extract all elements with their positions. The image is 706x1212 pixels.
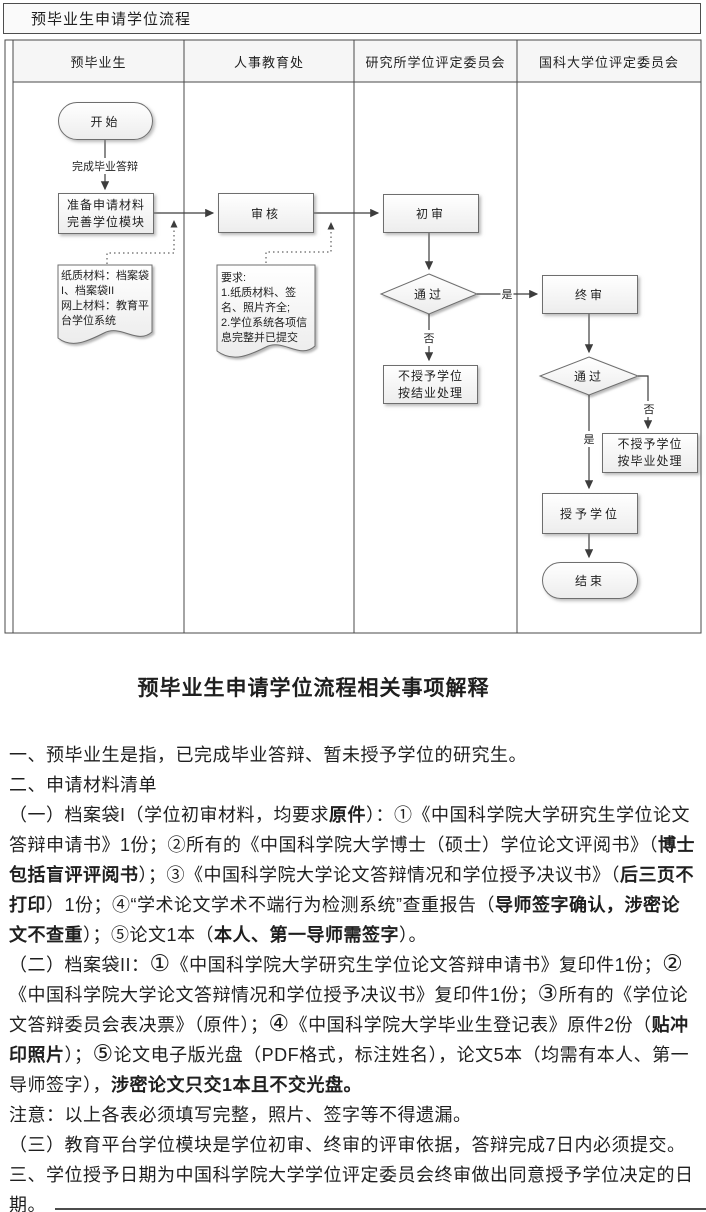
lane-header-label: 研究所学位评定委员会 <box>365 54 506 70</box>
paragraph-award-date: 三、学位授予日期为中国科学院大学学位评定委员会终审做出同意授予学位决定的日期。 <box>9 1165 694 1212</box>
award-degree-node: 授予学位 <box>542 493 638 534</box>
lane-header-institute-committee: 研究所学位评定委员会 <box>354 40 517 82</box>
swimlane-grid <box>4 39 702 634</box>
start-node: 开始 <box>58 102 153 140</box>
pass-decision-2-label: 通过 <box>573 369 605 384</box>
notes-title: 预毕业生申请学位流程相关事项解释 <box>137 677 490 700</box>
flowchart-title-bar: 预毕业生申请学位流程 <box>3 3 701 34</box>
paragraph-archive-bag-2: （二）档案袋II：①《中国科学院大学研究生学位论文答辩申请书》复印件1份；②《中… <box>9 950 690 1096</box>
lane-header-label: 人事教育处 <box>233 54 304 70</box>
notes-body: 一、预毕业生是指，已完成毕业答辩、暂未授予学位的研究生。 二、申请材料清单 （一… <box>9 740 698 1212</box>
requirements-document-text: 要求: 1.纸质材料、签名、照片齐全; 2.学位系统各项信息完整并已提交 <box>221 272 308 344</box>
review-node: 审核 <box>218 193 314 233</box>
final-review-node: 终审 <box>542 275 638 314</box>
bottom-rule <box>55 1208 706 1210</box>
lane-header-ucas-committee: 国科大学位评定委员会 <box>517 40 701 82</box>
edge-label-yes-1: 是 <box>500 286 514 302</box>
lane-header-background <box>13 40 701 82</box>
annotation-connectors <box>106 220 335 264</box>
edge-label-yes-2: 是 <box>582 431 596 447</box>
edge-label-no-2: 否 <box>642 401 656 417</box>
end-node: 结束 <box>542 562 638 599</box>
materials-document-text: 纸质材料：档案袋I、档案袋II 网上材料：教育平台学位系统 <box>61 270 149 327</box>
initial-review-node: 初审 <box>383 194 479 233</box>
notes-section: 预毕业生申请学位流程相关事项解释 一、预毕业生是指，已完成毕业答辩、暂未授予学位… <box>9 664 698 1212</box>
flowchart-canvas <box>4 39 702 634</box>
paragraph-archive-bag-1: （一）档案袋I（学位初审材料，均要求原件）：①《中国科学院大学研究生学位论文答辩… <box>9 805 696 945</box>
materials-document-shape <box>57 264 153 344</box>
paragraph-material-list-heading: 二、申请材料清单 <box>9 775 157 795</box>
requirements-document-shape <box>216 264 316 358</box>
edge-label-defense-done: 完成毕业答辩 <box>71 158 139 174</box>
paragraph-education-platform: （三）教育平台学位模块是学位初审、终审的评审依据，答辩完成7日内必须提交。 <box>9 1135 686 1155</box>
no-degree-graduation-node: 不授予学位 按毕业处理 <box>602 433 698 473</box>
no-degree-completion-node: 不授予学位 按结业处理 <box>383 365 478 404</box>
paragraph-definition: 一、预毕业生是指，已完成毕业答辩、暂未授予学位的研究生。 <box>9 745 527 765</box>
paragraph-notice: 注意：以上各表必须填写完整，照片、签字等不得遗漏。 <box>9 1105 472 1125</box>
prepare-materials-node: 准备申请材料 完善学位模块 <box>58 193 154 234</box>
lane-header-pre-graduate: 预毕业生 <box>13 40 184 82</box>
lane-header-label: 预毕业生 <box>70 54 127 70</box>
lane-header-hr-education: 人事教育处 <box>184 40 354 82</box>
flowchart-title: 预毕业生申请学位流程 <box>31 11 192 28</box>
lane-header-label: 国科大学位评定委员会 <box>538 54 679 70</box>
pass-decision-1-label: 通过 <box>413 287 445 302</box>
edge-label-no-1: 否 <box>422 330 436 346</box>
